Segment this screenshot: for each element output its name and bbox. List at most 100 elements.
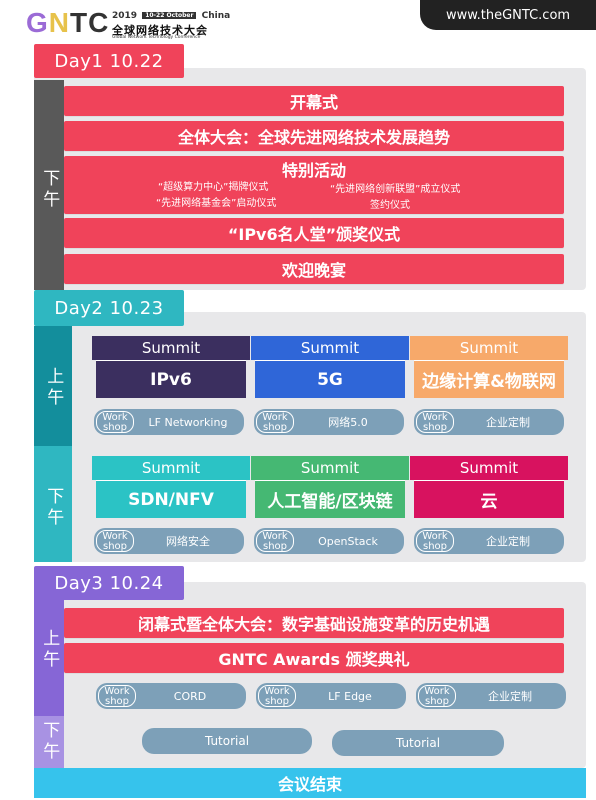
logo-chinese-name: 全球网络技术大会 <box>112 24 208 37</box>
day2-morning-period: 上午 <box>43 367 64 409</box>
workshop-tag-line2: shop <box>102 422 127 433</box>
logo-letters-tc: TC <box>70 7 110 38</box>
special-item-2: “先进网络基金会”启动仪式 <box>156 198 277 209</box>
tutorial-1-label: Tutorial <box>204 734 250 748</box>
website-link[interactable]: www.theGNTC.com <box>420 0 596 30</box>
session-plenary[interactable]: 全体大会：全球先进网络技术发展趋势 <box>64 121 564 151</box>
workshop-name: 企业定制 <box>486 416 530 429</box>
conference-end-label: 会议结束 <box>277 775 342 794</box>
session-closing-plenary-label: 闭幕式暨全体大会：数字基础设施变革的历史机遇 <box>137 615 490 634</box>
logo-date-tag: 10-22 October <box>142 12 197 19</box>
workshop-tag-line2: shop <box>102 541 127 552</box>
summit-ai-blockchain-label: 人工智能/区块链 <box>267 492 393 512</box>
special-item-4: 签约仪式 <box>370 200 410 211</box>
workshop-name: LF Edge <box>328 689 372 703</box>
day2-morning-strip <box>34 326 72 446</box>
summit-ai-blockchain[interactable]: 人工智能/区块链 <box>255 480 405 518</box>
day2-afternoon-period: 下午 <box>43 487 64 529</box>
logo-letter-g: G <box>26 7 49 38</box>
logo-letter-n: N <box>48 7 71 38</box>
workshop-tag-line1: Work <box>102 412 128 423</box>
workshop-name: 网络5.0 <box>328 416 368 429</box>
summit-5g-label: 5G <box>317 369 343 390</box>
logo-english-name: Global Network Technology Conference <box>112 35 201 40</box>
session-plenary-label: 全体大会：全球先进网络技术发展趋势 <box>177 128 450 147</box>
summit-ipv6-label: IPv6 <box>150 369 192 390</box>
summit-edge-iot-label: 边缘计算&物联网 <box>422 372 556 392</box>
summit-ipv6-head: Summit <box>92 336 250 360</box>
workshop-name: 企业定制 <box>486 535 530 548</box>
workshop-tag-line1: Work <box>424 686 450 697</box>
tutorial-2[interactable]: Tutorial <box>332 730 504 756</box>
workshop-tag-line1: Work <box>262 412 288 423</box>
workshop-tag-line2: shop <box>264 696 289 707</box>
website-text: www.theGNTC.com <box>445 7 571 23</box>
workshop-name: OpenStack <box>318 534 378 548</box>
session-closing-plenary[interactable]: 闭幕式暨全体大会：数字基础设施变革的历史机遇 <box>64 608 564 638</box>
workshop-tag-line1: Work <box>262 531 288 542</box>
day3-morning-strip <box>34 598 64 716</box>
workshop-tag-line1: Work <box>102 531 128 542</box>
day1-label: Day1 10.22 <box>34 44 184 78</box>
workshop-name: 网络安全 <box>166 535 210 548</box>
day2-afternoon-strip <box>34 446 72 562</box>
workshop-tag-line1: Work <box>104 686 130 697</box>
summit-ai-head: Summit <box>251 456 409 480</box>
day1-period: 下午 <box>39 169 60 211</box>
summit-5g-head: Summit <box>251 336 409 360</box>
day1-side-strip <box>34 80 64 290</box>
logo-country: China <box>201 11 231 21</box>
session-ipv6-hall-of-fame[interactable]: “IPv6名人堂”颁奖仪式 <box>64 218 564 248</box>
summit-ipv6[interactable]: IPv6 <box>96 360 246 398</box>
session-welcome-dinner[interactable]: 欢迎晚宴 <box>64 254 564 284</box>
session-opening[interactable]: 开幕式 <box>64 86 564 116</box>
workshop-name: LF Networking <box>148 415 228 429</box>
summit-sdn-nfv[interactable]: SDN/NFV <box>96 480 246 518</box>
conference-end-bar: 会议结束 <box>34 768 586 798</box>
logo-year: 2019 <box>112 11 138 21</box>
special-events-title: 特别活动 <box>281 161 346 180</box>
summit-edge-iot[interactable]: 边缘计算&物联网 <box>414 360 564 398</box>
session-welcome-dinner-label: 欢迎晚宴 <box>281 261 346 280</box>
day3-afternoon-period: 下午 <box>39 721 60 763</box>
summit-5g[interactable]: 5G <box>255 360 405 398</box>
day3-morning-period: 上午 <box>39 629 60 671</box>
session-ipv6-hall-of-fame-label: “IPv6名人堂”颁奖仪式 <box>227 225 401 244</box>
day3-afternoon-strip <box>34 716 64 768</box>
special-item-3: “先进网络创新联盟”成立仪式 <box>330 184 461 195</box>
session-special-events[interactable]: 特别活动 “超级算力中心”揭牌仪式 “先进网络基金会”启动仪式 “先进网络创新联… <box>64 156 564 214</box>
workshop-tag-line1: Work <box>422 531 448 542</box>
special-item-1: “超级算力中心”揭牌仪式 <box>158 182 269 193</box>
tutorial-2-label: Tutorial <box>395 736 441 750</box>
summit-cloud[interactable]: 云 <box>414 480 564 518</box>
summit-cloud-head: Summit <box>410 456 568 480</box>
session-gntc-awards-label: GNTC Awards 颁奖典礼 <box>218 650 410 669</box>
day3-label: Day3 10.24 <box>34 566 184 600</box>
workshop-tag-line2: shop <box>424 696 449 707</box>
summit-cloud-label: 云 <box>480 492 498 512</box>
session-gntc-awards[interactable]: GNTC Awards 颁奖典礼 <box>64 643 564 673</box>
workshop-tag-line1: Work <box>422 412 448 423</box>
tutorial-1[interactable]: Tutorial <box>142 728 312 754</box>
workshop-tag-line2: shop <box>104 696 129 707</box>
summit-sdn-nfv-label: SDN/NFV <box>128 489 214 510</box>
workshop-tag-line2: shop <box>422 541 447 552</box>
workshop-tag-line2: shop <box>262 541 287 552</box>
